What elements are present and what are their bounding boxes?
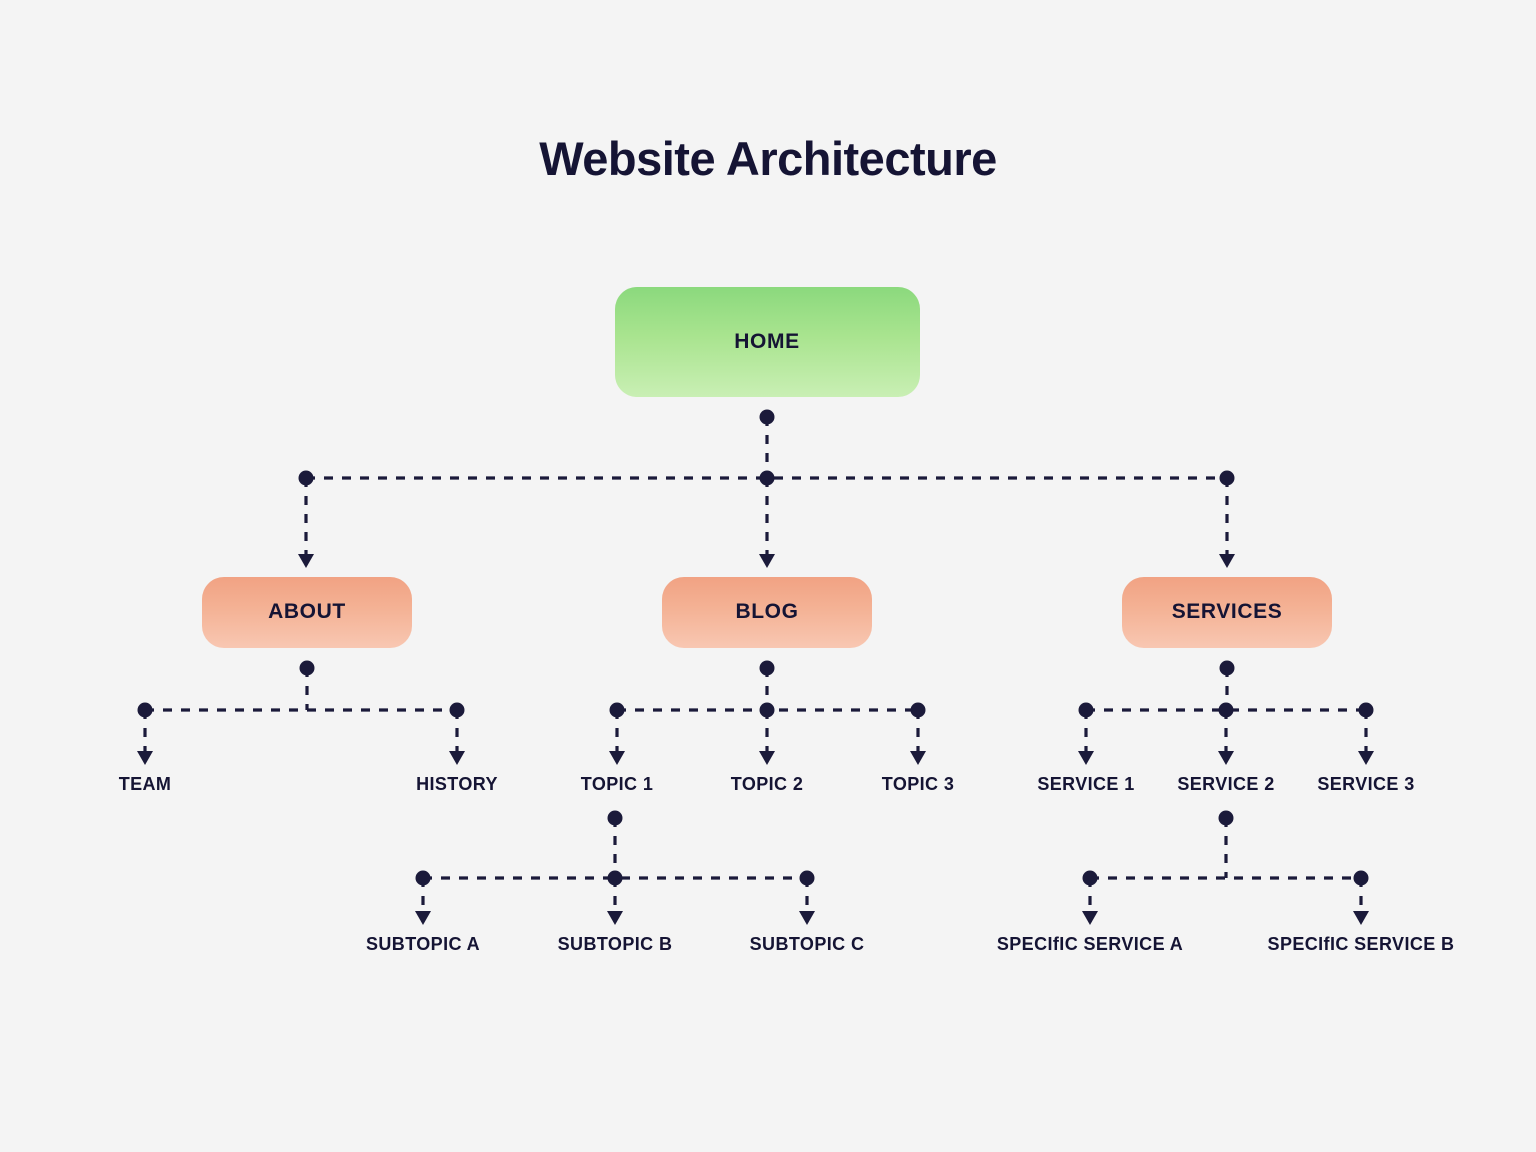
leaf-specific-service-a[interactable]: SPECIfIC SERVICE A [996,934,1184,954]
leaf-service-2[interactable]: SERVICE 2 [1177,774,1275,794]
dot-about-0 [137,702,153,718]
arrow-about-0 [137,751,153,765]
arrow-bus1-1 [759,554,775,568]
leaf-specific-service-b[interactable]: SPECIfIC SERVICE B [1267,934,1455,954]
dot-topic1-1 [607,870,623,886]
dot-blog-2 [910,702,926,718]
arrow-services-0 [1078,751,1094,765]
node-blog[interactable]: BLOG [662,576,872,648]
node-about[interactable]: ABOUT [202,576,412,648]
leaf-team[interactable]: TEAM [118,774,172,794]
dot-home-out [759,409,775,425]
leaf-history[interactable]: HISTORY [416,774,498,794]
dot-blog-out [759,660,775,676]
arrow-bus1-0 [298,554,314,568]
page-title: Website Architecture [539,132,997,185]
dot-service2-out [1218,810,1234,826]
leaf-topic-1[interactable]: TOPIC 1 [580,774,654,794]
arrow-service2-0 [1082,911,1098,925]
node-home[interactable]: HOME [614,287,920,397]
node-label: BLOG [735,600,799,623]
arrow-topic1-2 [799,911,815,925]
arrow-blog-2 [910,751,926,765]
node-services[interactable]: SERVICES [1122,576,1332,648]
dot-bus-level1-1 [759,470,775,486]
arrow-services-2 [1358,751,1374,765]
node-label: ABOUT [268,600,346,623]
dot-topic1-0 [415,870,431,886]
leaf-subtopic-b[interactable]: SUBTOPIC B [557,934,673,954]
leaf-topic-2[interactable]: TOPIC 2 [730,774,804,794]
arrow-blog-0 [609,751,625,765]
dot-bus-level1-2 [1219,470,1235,486]
leaf-service-3[interactable]: SERVICE 3 [1317,774,1415,794]
dot-about-1 [449,702,465,718]
arrow-blog-1 [759,751,775,765]
dot-services-0 [1078,702,1094,718]
dot-service2-1 [1353,870,1369,886]
dot-blog-1 [759,702,775,718]
dot-blog-0 [609,702,625,718]
arrow-topic1-1 [607,911,623,925]
dot-topic1-out [607,810,623,826]
leaf-topic-3[interactable]: TOPIC 3 [881,774,955,794]
arrow-bus1-2 [1219,554,1235,568]
node-label: SERVICES [1171,600,1283,623]
arrow-about-1 [449,751,465,765]
dot-bus-level1-0 [298,470,314,486]
dot-about-out [299,660,315,676]
arrow-topic1-0 [415,911,431,925]
dot-services-2 [1358,702,1374,718]
dot-service2-0 [1082,870,1098,886]
leaf-service-1[interactable]: SERVICE 1 [1037,774,1135,794]
dot-services-1 [1218,702,1234,718]
node-label: HOME [734,330,800,353]
leaf-subtopic-a[interactable]: SUBTOPIC A [365,934,481,954]
dot-services-out [1219,660,1235,676]
arrow-service2-1 [1353,911,1369,925]
arrow-services-1 [1218,751,1234,765]
leaf-subtopic-c[interactable]: SUBTOPIC C [749,934,865,954]
dot-topic1-2 [799,870,815,886]
